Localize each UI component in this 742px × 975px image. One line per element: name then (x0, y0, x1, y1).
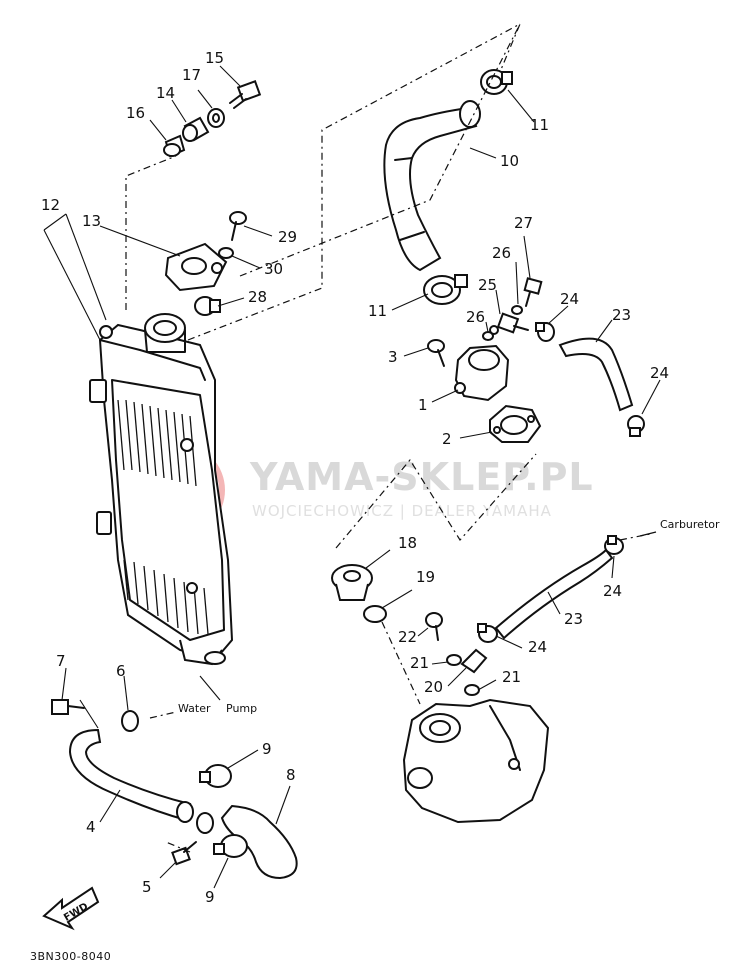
note-water: Water (178, 702, 211, 715)
callout-numbers: 12 13 16 14 17 15 29 30 28 11 10 11 27 2… (41, 49, 669, 906)
hose-clamp-9-lower (213, 834, 248, 858)
callout-13: 13 (82, 212, 101, 230)
callout-9-lower: 9 (205, 888, 215, 906)
breather-hose-23-lower (494, 548, 614, 640)
callout-15: 15 (205, 49, 224, 67)
air-bleed-bolt-25 (496, 312, 529, 334)
gasket-2 (489, 404, 542, 443)
callout-11-lower: 11 (368, 302, 387, 320)
bolt-5 (171, 841, 197, 866)
callout-14: 14 (156, 84, 175, 102)
callout-20: 20 (424, 678, 443, 696)
hose-clamp-11-lower (423, 274, 468, 305)
callout-11-upper: 11 (530, 116, 549, 134)
callout-23-upper: 23 (612, 306, 631, 324)
radiator-cap (164, 242, 228, 292)
callout-18: 18 (398, 534, 417, 552)
callout-7: 7 (56, 652, 66, 670)
hose-clamp-28 (194, 296, 221, 316)
collar-14 (182, 116, 210, 142)
o-ring-6 (121, 710, 139, 732)
water-pump-hose-4 (68, 728, 192, 822)
note-pump: Pump (226, 702, 257, 715)
bolt-15 (229, 80, 262, 109)
joint-20 (460, 648, 488, 674)
callout-9-upper: 9 (262, 740, 272, 758)
water-pump-housing (402, 698, 550, 824)
callout-30: 30 (264, 260, 283, 278)
callout-21-right: 21 (502, 668, 521, 686)
callout-24-lower-left: 24 (528, 638, 547, 656)
callout-29: 29 (278, 228, 297, 246)
callout-17: 17 (182, 66, 201, 84)
callout-24-upper-right: 24 (650, 364, 669, 382)
forward-arrow-icon: FWD (42, 886, 100, 931)
watermark: YAMA-SKLEP.PL WOJCIECHOWICZ | DEALER YAM… (131, 443, 594, 537)
callout-3: 3 (388, 348, 398, 366)
bolt-7 (51, 699, 85, 715)
hose-clamp-11-upper (480, 69, 513, 95)
callout-12: 12 (41, 196, 60, 214)
gasket-26-b (482, 331, 494, 341)
callout-8: 8 (286, 766, 296, 784)
gasket-26-a (511, 305, 523, 315)
o-ring-19 (363, 605, 387, 623)
hose-clamp-24-d (477, 623, 498, 643)
screw-27 (523, 277, 543, 307)
arrow-to-carburetor-icon (639, 531, 657, 537)
thermostat-18 (331, 564, 373, 601)
damper-16 (163, 134, 186, 158)
radiator (89, 313, 234, 666)
screw-29 (229, 211, 247, 241)
callout-22: 22 (398, 628, 417, 646)
washer-21-a (446, 654, 462, 666)
callout-10: 10 (500, 152, 519, 170)
radiator-hose-10 (383, 100, 481, 272)
thermostat-cover (454, 325, 510, 402)
callout-19: 19 (416, 568, 435, 586)
connection-dash-lines (125, 22, 651, 853)
note-carburetor: Carburetor (660, 518, 720, 531)
callout-28: 28 (248, 288, 267, 306)
bolt-3 (427, 339, 445, 367)
hose-clamp-9-upper (199, 764, 232, 788)
washer-17 (207, 108, 225, 128)
hose-clamp-24-c (604, 535, 624, 555)
callout-24-upper-left: 24 (560, 290, 579, 308)
hose-clamp-lower-left (176, 801, 214, 834)
callout-21-left: 21 (410, 654, 429, 672)
watermark-dealer: WOJCIECHOWICZ | DEALER YAMAHA (252, 502, 552, 520)
callout-6: 6 (116, 662, 126, 680)
callout-26-upper: 26 (492, 244, 511, 262)
callout-5: 5 (142, 878, 152, 896)
bolt-22 (425, 612, 443, 641)
annotations: Carburetor Water Pump (178, 518, 720, 715)
callout-4: 4 (86, 818, 96, 836)
callout-24-lower-right: 24 (603, 582, 622, 600)
diagram-code: 3BN300-8040 (30, 950, 111, 963)
callout-2: 2 (442, 430, 452, 448)
washer-21-b (464, 684, 480, 696)
callout-23-lower: 23 (564, 610, 583, 628)
callout-25: 25 (478, 276, 497, 294)
breather-hose-23-upper (558, 337, 634, 412)
callout-26-lower: 26 (466, 308, 485, 326)
hose-clamp-24-a (535, 322, 555, 342)
hose-clamp-24-b (627, 415, 645, 437)
washer-30 (218, 247, 234, 259)
callout-1: 1 (418, 396, 428, 414)
watermark-brand: YAMA-SKLEP.PL (249, 455, 594, 499)
callout-16: 16 (126, 104, 145, 122)
callout-27: 27 (514, 214, 533, 232)
leader-lines (43, 65, 661, 889)
